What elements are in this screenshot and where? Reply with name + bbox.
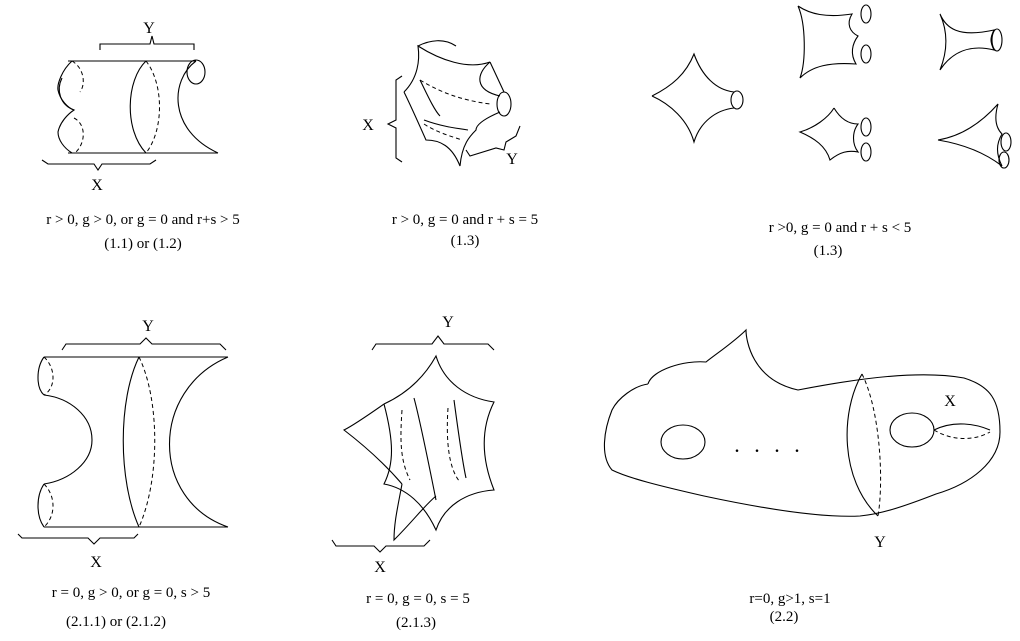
panel-4-condition: r = 0, g > 0, or g = 0, s > 5 (52, 585, 210, 601)
handle-hole-2 (890, 413, 934, 447)
panel-6-diagram (604, 330, 1000, 516)
panel-3-diagram (652, 5, 1011, 168)
panel-6-label-y: Y (874, 534, 886, 551)
panel-2-diagram (388, 41, 520, 166)
panel-1-case: (1.1) or (1.2) (104, 236, 181, 252)
panel-5-label-y: Y (442, 314, 454, 331)
panel-6-label-x: X (944, 393, 956, 410)
panel-5-diagram (332, 336, 494, 552)
panel-1-label-y: Y (143, 20, 155, 37)
panel-4-label-x: X (90, 554, 102, 571)
panel-1-diagram (42, 36, 218, 170)
panel-5-case: (2.1.3) (396, 615, 436, 631)
handle-hole-1 (661, 425, 705, 459)
panel-2-case: (1.3) (451, 233, 480, 249)
panel-5-condition: r = 0, g = 0, s = 5 (366, 591, 470, 607)
panel-4-diagram (18, 338, 228, 544)
panel-2-label-y: Y (506, 151, 518, 168)
panel-5-label-x: X (374, 559, 386, 576)
panel-1-condition: r > 0, g > 0, or g = 0 and r+s > 5 (46, 212, 240, 228)
panel-4-label-y: Y (142, 318, 154, 335)
panel-2-label-x: X (362, 117, 374, 134)
panel-1-label-x: X (91, 177, 103, 194)
panel-2-condition: r > 0, g = 0 and r + s = 5 (392, 212, 538, 228)
panel-3-case: (1.3) (814, 243, 843, 259)
panel-6-case: (2.2) (770, 609, 799, 625)
panel-6-dots: . . . . (735, 439, 805, 456)
panel-6-condition: r=0, g>1, s=1 (749, 591, 830, 607)
panel-4-case: (2.1.1) or (2.1.2) (66, 614, 166, 630)
panel-3-condition: r >0, g = 0 and r + s < 5 (769, 220, 912, 236)
